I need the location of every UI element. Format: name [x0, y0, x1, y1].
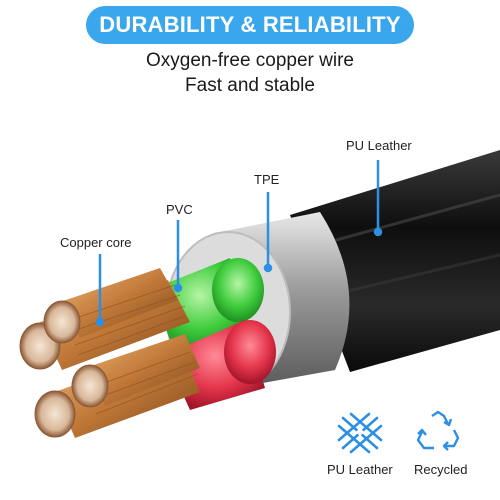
durability-banner: DURABILITY & RELIABILITY — [86, 6, 414, 44]
feature-pu-leather-label: PU Leather — [327, 462, 393, 477]
pu-leather-label: PU Leather — [346, 138, 412, 153]
feature-recycled-label: Recycled — [414, 462, 468, 477]
pvc-label: PVC — [166, 202, 193, 217]
recycle-icon — [414, 408, 462, 456]
tpe-label: TPE — [254, 172, 280, 187]
copper-wire-caption: Oxygen-free copper wire — [145, 50, 355, 71]
woven-fabric-icon — [335, 410, 385, 456]
copper-core-label: Copper core — [60, 235, 132, 250]
fast-stable-caption: Fast and stable — [185, 75, 315, 96]
pvc-red-wire — [224, 320, 276, 384]
pvc-green-wire — [212, 258, 264, 322]
